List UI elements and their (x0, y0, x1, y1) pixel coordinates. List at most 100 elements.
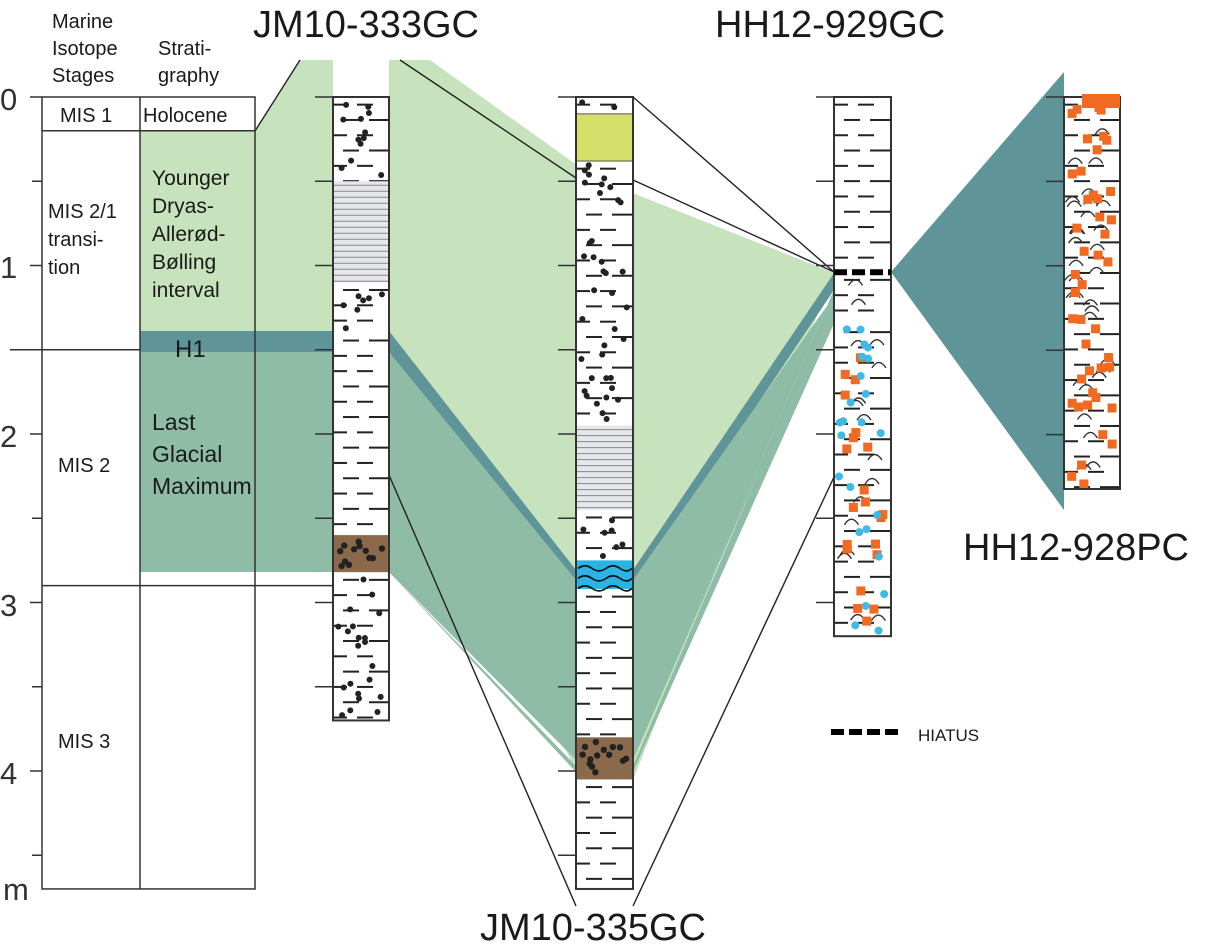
clast-dot (598, 181, 605, 188)
clast-dot (355, 695, 362, 702)
clast-dot (593, 400, 600, 407)
clast-dot (362, 638, 369, 645)
orange-grain (842, 444, 852, 454)
clast-dot (608, 517, 615, 524)
shell-fragment (1066, 200, 1082, 207)
depth-tick-2: 2 (0, 419, 17, 454)
clast-dot (378, 291, 385, 298)
clast-dot (583, 392, 590, 399)
shell-fragment (1067, 157, 1083, 165)
clast-dot (861, 389, 870, 398)
orange-grain (1093, 250, 1103, 260)
clast-dot (340, 684, 347, 691)
clast-dot (601, 342, 608, 349)
clast-dot (347, 680, 354, 687)
shell-fragment (856, 413, 872, 421)
yd-label-4: Bølling (152, 251, 216, 274)
clast-dot (609, 290, 616, 297)
younger-dryas-band-left (140, 60, 333, 331)
clast-dot (609, 743, 617, 751)
shell-fragment (1068, 259, 1084, 267)
clast-dot (578, 356, 585, 363)
clast-dot (581, 743, 589, 751)
clast-dot (623, 304, 630, 311)
clast-dot (596, 190, 603, 197)
clast-dot (620, 335, 627, 342)
orange-grain (1096, 105, 1106, 115)
h1-label: H1 (175, 336, 206, 363)
strat-header-line-1: Strati- (158, 38, 211, 60)
yd-label-1: Younger (152, 167, 229, 190)
correlation-line (399, 59, 577, 179)
lgm-label-2: Glacial (152, 441, 222, 467)
clast-dot (588, 763, 596, 770)
shell-fragment (1080, 210, 1096, 218)
shell-fragment (1082, 431, 1099, 439)
orange-grain (1074, 402, 1084, 412)
hiatus-legend: HIATUS (831, 726, 979, 745)
clast-dot (345, 561, 353, 569)
core-jm10-333gc (315, 96, 390, 722)
clast-dot (347, 606, 354, 613)
blue-layer-unit (576, 560, 633, 590)
yd-label-2: Dryas- (152, 195, 214, 218)
clast-dot (366, 554, 373, 562)
clast-dot (338, 562, 345, 570)
clast-dot (355, 690, 362, 697)
orange-grain (1072, 104, 1082, 114)
orange-grain (848, 433, 858, 443)
clast-dot (603, 415, 610, 422)
clast-dot (856, 325, 865, 334)
clast-dot (350, 546, 358, 553)
clast-dot (598, 258, 605, 265)
clast-dot (336, 547, 344, 555)
clast-dot (374, 709, 381, 716)
shell-fragment (864, 477, 880, 485)
clast-dot (591, 287, 598, 294)
clast-dot (588, 375, 595, 382)
orange-grain (1067, 169, 1077, 179)
clast-dot (851, 621, 860, 630)
clast-dot (355, 136, 362, 143)
orange-grain (1104, 352, 1114, 362)
clast-dot (842, 325, 851, 334)
orange-grain (860, 497, 870, 507)
clast-dot (857, 418, 866, 427)
shell-fragment (1093, 224, 1109, 231)
orange-grain (1070, 288, 1080, 298)
depth-tick-0: 0 (0, 82, 17, 117)
orange-grain (1096, 363, 1106, 373)
orange-grain (869, 604, 879, 614)
orange-grain (1067, 471, 1077, 481)
clast-dot (354, 306, 361, 313)
clast-dot (585, 162, 592, 169)
correlation-bands (140, 59, 1064, 907)
clast-dot (579, 99, 586, 106)
wavy-lamina (577, 565, 633, 572)
clast-dot (616, 744, 624, 751)
orange-grain (856, 586, 866, 596)
orange-grain (862, 616, 872, 626)
clast-dot (349, 623, 356, 630)
orange-grain (1067, 398, 1077, 408)
clast-dot (342, 325, 349, 332)
lgm-label-1: Last (152, 409, 196, 435)
clast-dot (355, 538, 362, 545)
mis21-label-1: MIS 2/1 (48, 201, 117, 223)
core-title-hh12-929gc: HH12-929GC (715, 4, 945, 46)
core-title-jm10-333gc: JM10-333GC (253, 4, 479, 46)
shell-fragment (1064, 196, 1081, 203)
clast-dot (581, 253, 588, 260)
clast-dot (607, 184, 614, 191)
strat-header-line-2: graphy (158, 65, 219, 87)
orange-grain (1107, 439, 1117, 449)
clast-dot (362, 547, 369, 554)
clast-dot (835, 418, 844, 427)
mis-header-line-2: Isotope (52, 38, 118, 60)
clast-dot (360, 135, 367, 142)
clast-dot (601, 175, 608, 182)
clast-dot (581, 167, 588, 174)
sand-unit (575, 113, 634, 162)
mis2-label: MIS 2 (58, 455, 110, 477)
stratigraphy-table (10, 96, 333, 890)
